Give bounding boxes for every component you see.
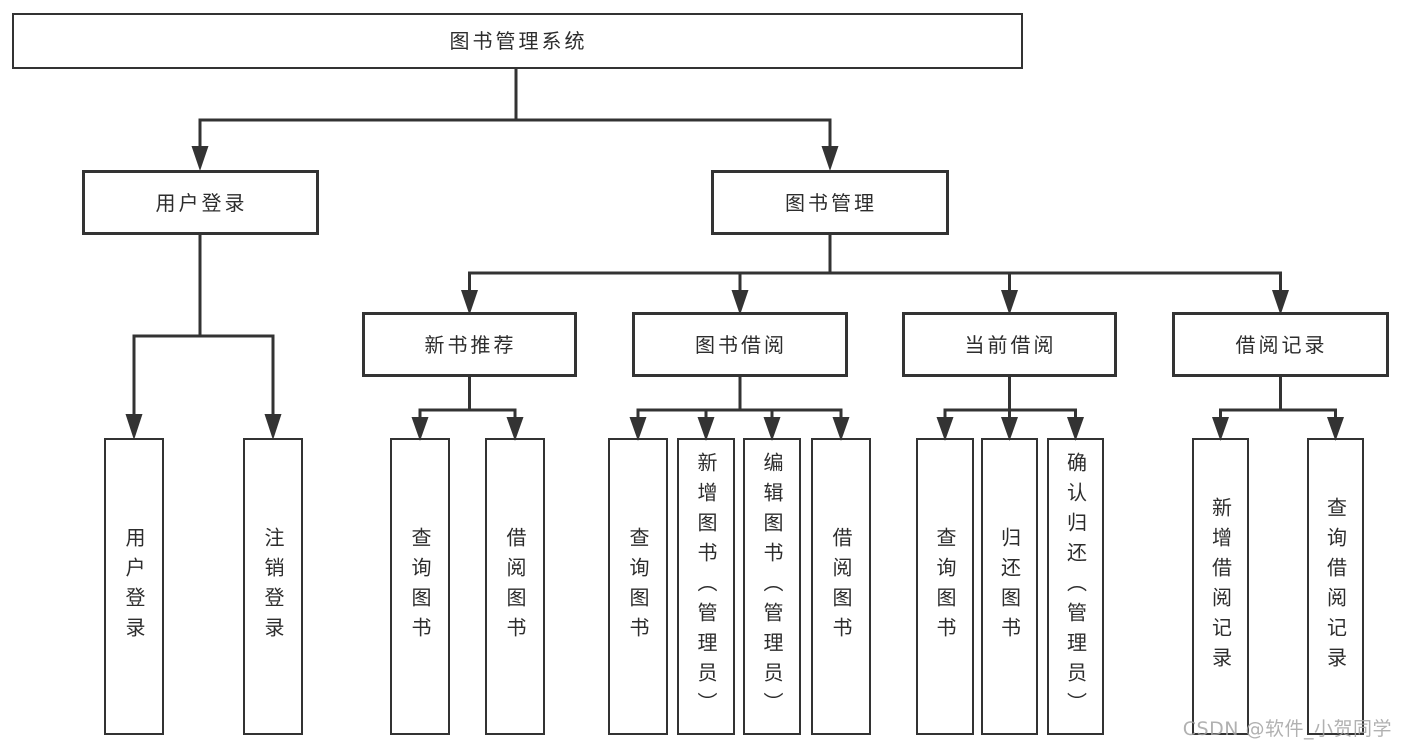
node-current-borrow-label: 当前借阅	[964, 332, 1057, 357]
leaf-edit-book-admin: 编辑图书（管理员）	[743, 438, 801, 735]
arrowhead-icon	[821, 146, 839, 171]
leaf-edit-book-admin-label: 编辑图书（管理员）	[760, 451, 784, 722]
node-book-management: 图书管理	[711, 170, 949, 235]
leaf-borrow-book-newrec-label: 借阅图书	[503, 526, 527, 647]
node-current-borrow: 当前借阅	[902, 312, 1117, 377]
node-book-management-label: 图书管理	[785, 190, 877, 215]
leaf-add-borrow-record-label: 新增借阅记录	[1208, 496, 1233, 677]
leaf-add-borrow-record: 新增借阅记录	[1192, 438, 1249, 735]
leaf-borrow-book-label: 借阅图书	[829, 526, 853, 647]
edge-bookmgmt-to-level3	[468, 235, 1282, 293]
edge-root-to-level2	[198, 69, 832, 150]
leaf-confirm-return-admin-label: 确认归还（管理员）	[1063, 451, 1088, 722]
node-root-label: 图书管理系统	[449, 29, 588, 53]
edge-userlogin-to-leaves	[132, 235, 275, 416]
leaf-query-borrow-record: 查询借阅记录	[1307, 438, 1364, 735]
edge-bookborrow-to-leaves	[636, 377, 843, 422]
leaf-query-borrow-record-label: 查询借阅记录	[1323, 496, 1348, 677]
leaf-query-book-current-label: 查询图书	[933, 526, 957, 647]
node-user-login: 用户登录	[82, 170, 319, 235]
leaf-borrow-book-newrec: 借阅图书	[485, 438, 545, 735]
arrowhead-icon	[264, 414, 282, 440]
leaf-query-book-newrec-label: 查询图书	[408, 526, 432, 647]
node-new-book-recommend-label: 新书推荐	[424, 332, 517, 357]
leaf-borrow-book: 借阅图书	[811, 438, 871, 735]
node-user-login-label: 用户登录	[155, 190, 248, 215]
node-new-book-recommend: 新书推荐	[362, 312, 577, 377]
node-borrow-record: 借阅记录	[1172, 312, 1389, 377]
edge-currentborrow-to-leaves	[943, 377, 1077, 422]
leaf-query-book-newrec: 查询图书	[390, 438, 450, 735]
leaf-return-book-label: 归还图书	[997, 526, 1022, 647]
leaf-logout: 注销登录	[243, 438, 303, 735]
edge-borrowrecord-to-leaves	[1219, 377, 1337, 422]
leaf-add-book-admin-label: 新增图书（管理员）	[694, 451, 718, 722]
leaf-query-book-borrow: 查询图书	[608, 438, 668, 735]
csdn-watermark: CSDN @软件_小贺同学	[1182, 718, 1392, 740]
arrowhead-icon	[125, 414, 143, 440]
node-book-borrow-label: 图书借阅	[695, 332, 787, 357]
leaf-logout-label: 注销登录	[261, 526, 285, 647]
leaf-return-book: 归还图书	[981, 438, 1038, 735]
leaf-user-login: 用户登录	[104, 438, 164, 735]
leaf-confirm-return-admin: 确认归还（管理员）	[1047, 438, 1104, 735]
leaf-user-login-label: 用户登录	[122, 526, 146, 647]
node-root: 图书管理系统	[12, 13, 1023, 69]
leaf-add-book-admin: 新增图书（管理员）	[677, 438, 735, 735]
leaf-query-book-borrow-label: 查询图书	[626, 526, 650, 647]
node-book-borrow: 图书借阅	[632, 312, 848, 377]
leaf-query-book-current: 查询图书	[916, 438, 974, 735]
node-borrow-record-label: 借阅记录	[1235, 332, 1328, 357]
arrowhead-icon	[191, 146, 209, 171]
edge-newbook-to-leaves	[418, 377, 517, 422]
